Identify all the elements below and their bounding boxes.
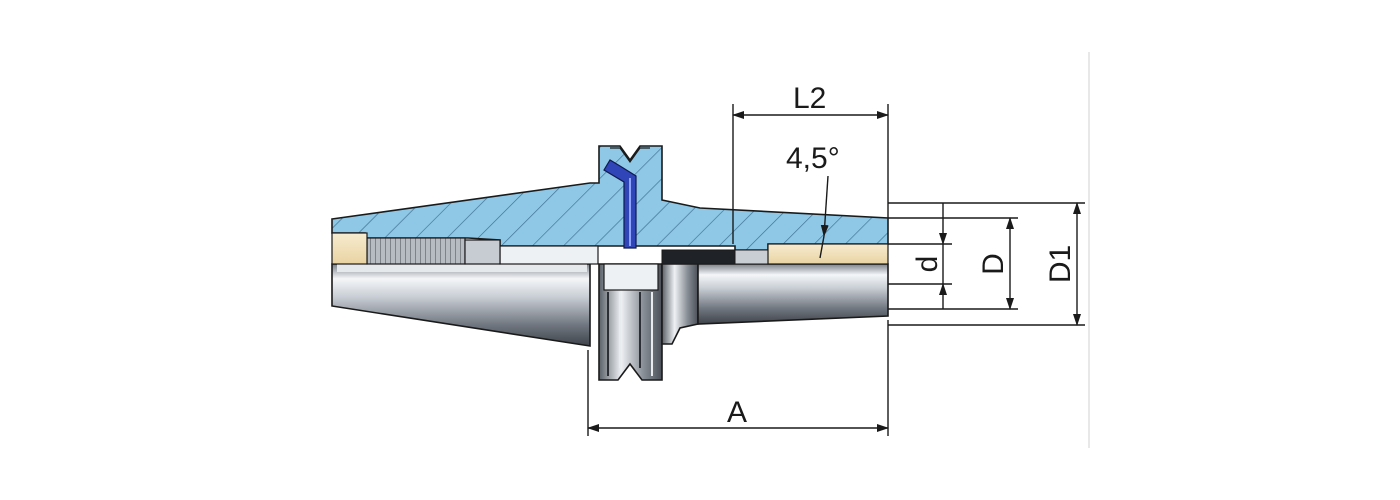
- label-L2: L2: [793, 82, 826, 115]
- key-pin: [603, 159, 637, 249]
- holder-section-upper: [331, 145, 889, 265]
- taper-shank-lower: [331, 263, 591, 347]
- internal-thread: [661, 249, 739, 265]
- label-D: D: [977, 253, 1010, 275]
- holder-body-exterior: [331, 263, 889, 381]
- bore-entry: [331, 232, 368, 265]
- neck-lower: [661, 263, 699, 345]
- label-angle: 4,5°: [786, 142, 840, 175]
- label-D1: D1: [1044, 245, 1077, 283]
- bore-inner: [499, 245, 599, 265]
- angle-leader: [820, 175, 829, 237]
- thread-relief: [464, 239, 501, 265]
- draw-bar-thread: [366, 237, 466, 265]
- bore-lower: [337, 264, 587, 272]
- tool-bore: [767, 243, 889, 265]
- label-A: A: [727, 396, 747, 429]
- body-cylinder-lower: [697, 263, 889, 325]
- label-d: d: [911, 256, 944, 273]
- dimension-lines: [587, 104, 1085, 436]
